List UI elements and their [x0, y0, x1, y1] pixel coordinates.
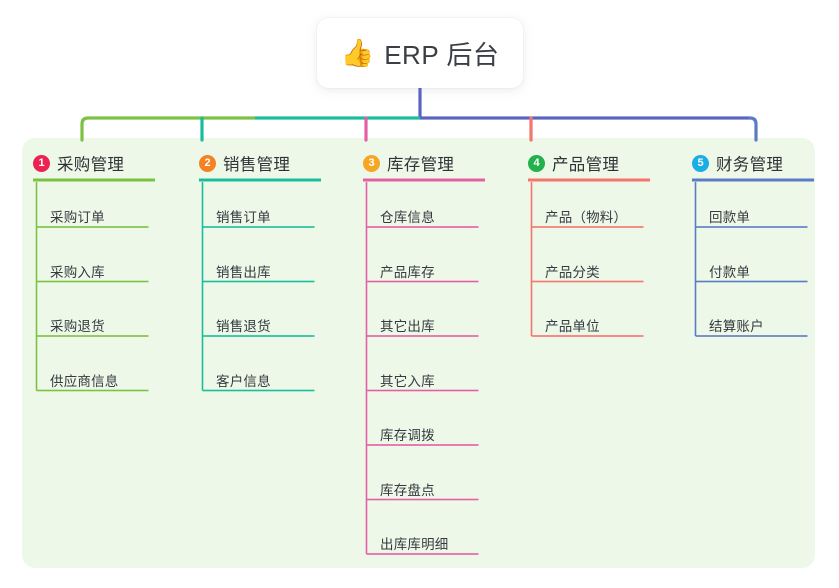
column-badge-1: 1 — [33, 154, 50, 172]
leaf-item[interactable]: 销售出库 — [216, 264, 271, 280]
column-title-3: 库存管理 — [387, 156, 455, 174]
thumbs-up-icon: 👍 — [340, 37, 375, 68]
leaf-item[interactable]: 采购入库 — [50, 264, 105, 280]
leaf-item[interactable]: 产品单位 — [545, 319, 600, 334]
leaf-item[interactable]: 产品（物料） — [545, 210, 628, 225]
column-badge-5: 5 — [692, 154, 709, 172]
leaf-item[interactable]: 客户信息 — [216, 373, 271, 389]
column-badge-4: 4 — [528, 154, 545, 172]
leaf-item[interactable]: 销售订单 — [216, 210, 271, 225]
column-header-1[interactable]: 1 采购管理 — [33, 151, 124, 175]
column-title-4: 产品管理 — [552, 156, 620, 174]
root-node[interactable]: 👍 ERP 后台 — [317, 18, 523, 88]
leaf-item[interactable]: 结算账户 — [709, 319, 764, 334]
leaf-item[interactable]: 出库库明细 — [380, 537, 449, 552]
leaf-item[interactable]: 产品库存 — [380, 264, 435, 280]
column-title-1: 采购管理 — [57, 156, 125, 174]
column-badge-3: 3 — [363, 154, 380, 172]
root-title: ERP 后台 — [384, 39, 500, 70]
leaf-item[interactable]: 库存盘点 — [380, 482, 435, 498]
column-badge-2: 2 — [199, 154, 216, 172]
column-header-5[interactable]: 5 财务管理 — [692, 151, 783, 175]
leaf-item[interactable]: 仓库信息 — [380, 210, 435, 225]
leaf-item[interactable]: 产品分类 — [545, 264, 600, 280]
leaf-item[interactable]: 其它入库 — [380, 373, 435, 389]
leaf-item[interactable]: 库存调拨 — [380, 428, 435, 443]
leaf-item[interactable]: 采购退货 — [50, 319, 105, 334]
column-title-5: 财务管理 — [716, 156, 784, 174]
leaf-item[interactable]: 回款单 — [709, 210, 751, 225]
leaf-item[interactable]: 其它出库 — [380, 319, 435, 334]
leaf-item[interactable]: 付款单 — [709, 264, 751, 280]
column-header-3[interactable]: 3 库存管理 — [363, 151, 454, 175]
leaf-item[interactable]: 销售退货 — [216, 319, 271, 334]
column-header-4[interactable]: 4 产品管理 — [528, 151, 619, 175]
leaf-item[interactable]: 供应商信息 — [50, 373, 119, 389]
column-header-2[interactable]: 2 销售管理 — [199, 151, 290, 175]
leaf-item[interactable]: 采购订单 — [50, 210, 105, 225]
column-title-2: 销售管理 — [223, 156, 291, 174]
diagram-panel — [22, 138, 815, 568]
